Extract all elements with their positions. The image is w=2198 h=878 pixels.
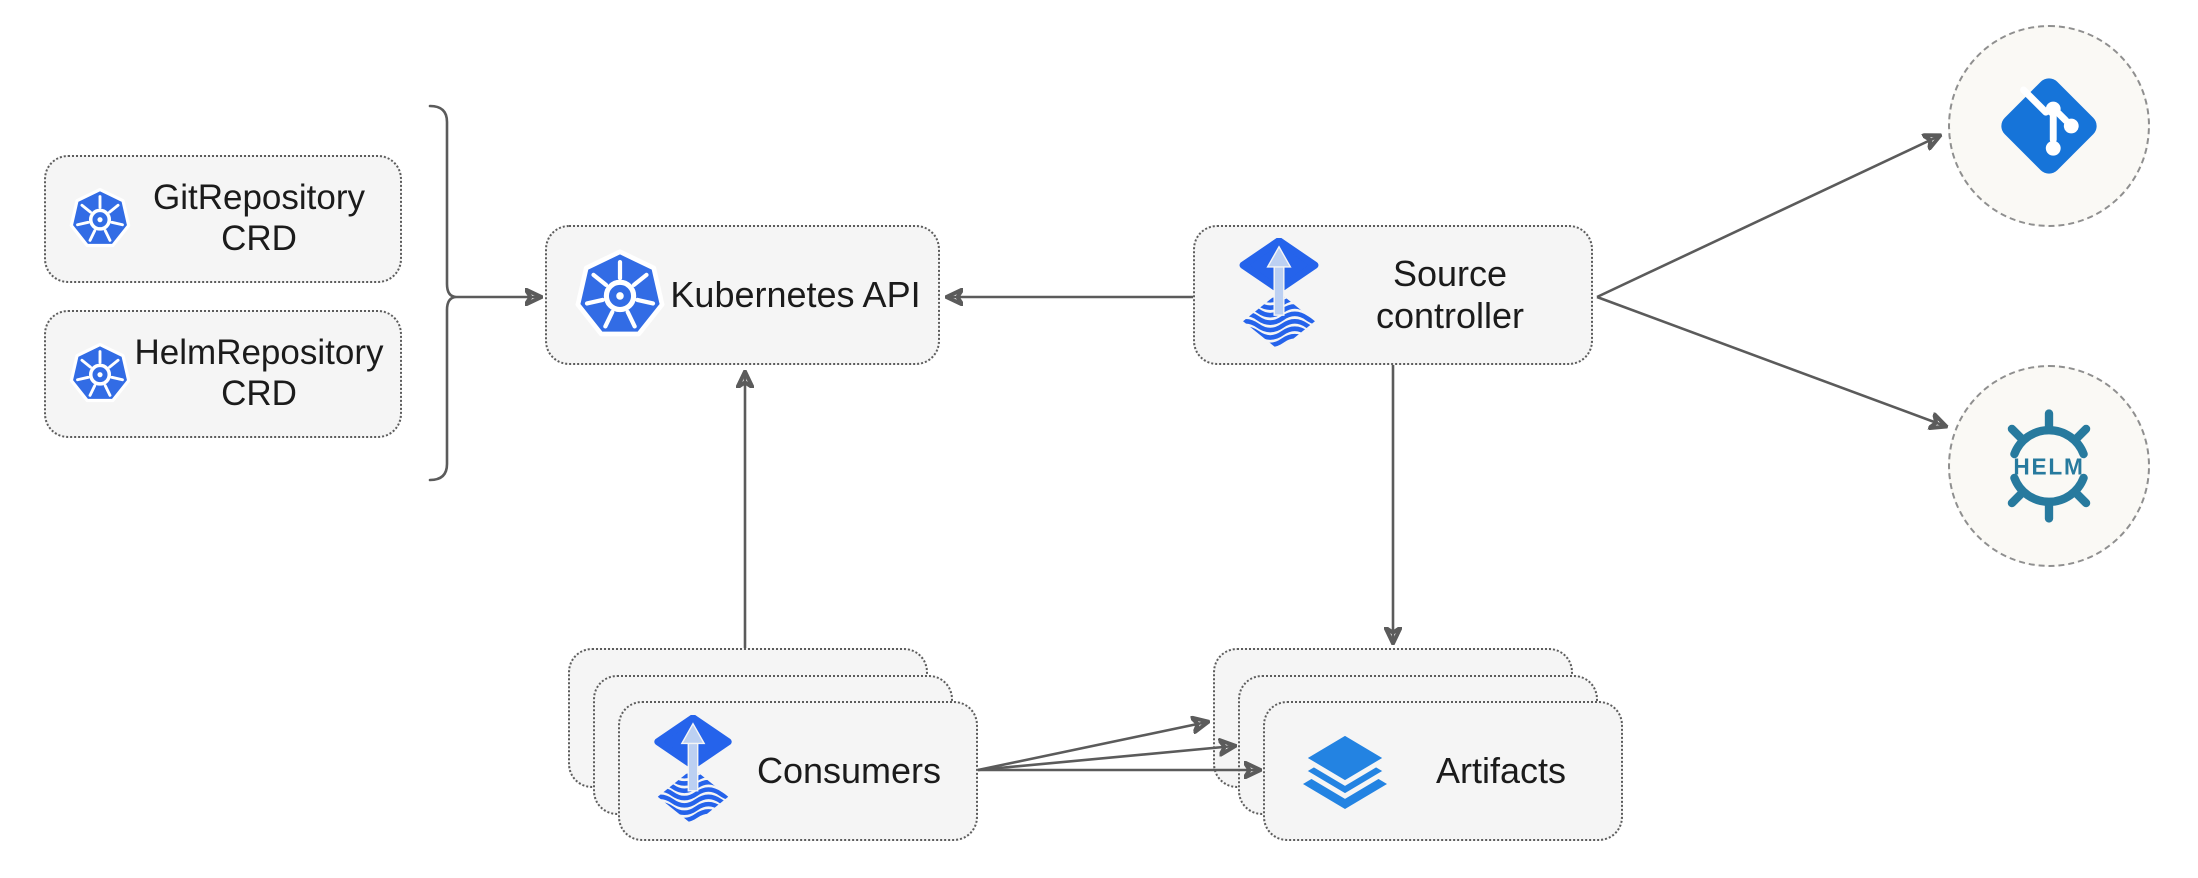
label-line: GitRepository [152, 178, 366, 218]
label-line: Source [1392, 252, 1508, 294]
node-helm-repository-crd: HelmRepository CRD [44, 310, 402, 438]
kubernetes-icon [573, 248, 667, 342]
node-consumers: Consumers [618, 701, 978, 841]
edge-source-controller-to-git [1596, 136, 1939, 299]
edge-consumers-to-artifacts-1 [977, 722, 1207, 772]
label-line: CRD [221, 219, 297, 258]
node-label: Artifacts [1435, 749, 1567, 791]
node-label: Kubernetes API [670, 273, 921, 315]
node-artifacts: Artifacts [1263, 701, 1623, 841]
label-line: HelmRepository [134, 333, 384, 373]
node-consumers-stack: Consumers [568, 648, 980, 844]
label-line: controller [1375, 295, 1525, 336]
node-artifacts-stack: Artifacts [1213, 648, 1628, 844]
node-helm-repository: HELM [1948, 365, 2150, 567]
node-label: HelmRepository CRD [132, 333, 400, 415]
node-kubernetes-api: Kubernetes API [545, 225, 940, 365]
edge-source-controller-to-helm [1596, 295, 1945, 426]
helm-icon: HELM [1987, 404, 2111, 528]
git-icon [1996, 73, 2102, 179]
node-git-repository-crd: GitRepository CRD [44, 155, 402, 283]
helm-logo-text: HELM [2013, 453, 2084, 479]
bracket-crd-group [428, 104, 457, 482]
node-git-repository [1948, 25, 2150, 227]
label-line: CRD [221, 374, 297, 413]
node-label: Consumers [756, 749, 942, 791]
flux-icon [1235, 238, 1323, 352]
layers-icon [1295, 725, 1395, 817]
edge-consumers-to-artifacts-2 [977, 746, 1234, 772]
node-source-controller: Source controller [1193, 225, 1593, 365]
kubernetes-icon [68, 187, 132, 251]
node-label: Source controller [1323, 253, 1591, 337]
node-label: GitRepository CRD [132, 178, 400, 260]
kubernetes-icon [68, 342, 132, 406]
flux-icon [650, 715, 736, 827]
